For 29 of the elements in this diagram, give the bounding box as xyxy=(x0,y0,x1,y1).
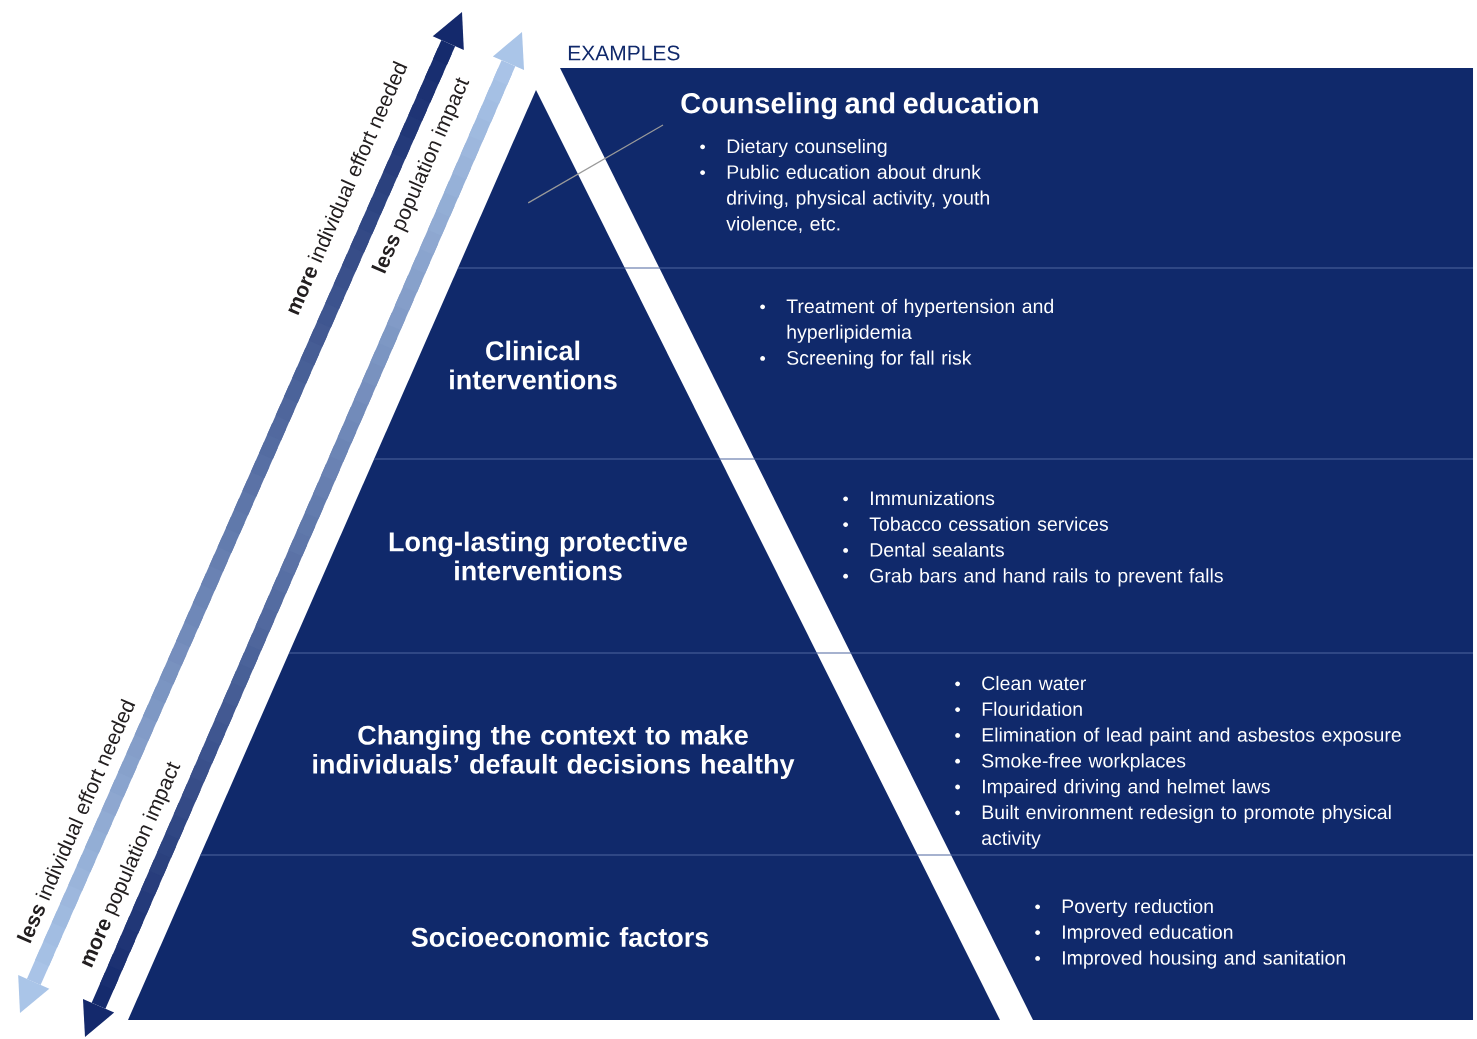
bullet-item: Elimination of lead paint and asbestos exposure xyxy=(955,727,1401,746)
bullet-item: Clean water xyxy=(955,675,1086,691)
examples-band xyxy=(850,653,1473,855)
heading: Counseling and education xyxy=(681,92,1038,120)
bullet-item: Flouridation xyxy=(955,701,1082,716)
bullet-item: Immunizations xyxy=(843,490,995,506)
examples-band xyxy=(951,855,1473,1020)
bullet-item: Tobacco cessation services xyxy=(843,516,1108,531)
pyramid-tier: Long-lasting protective interventions xyxy=(289,459,817,653)
bullet-item: Poverty reduction xyxy=(1035,898,1213,918)
node-label: Changing the context to make individuals’ default decisions healthy xyxy=(313,724,795,780)
bullet-item: Treatment of hypertension and hyperlipidemia xyxy=(760,298,1053,343)
node-label: Socioeconomic factors xyxy=(411,927,709,947)
bullet-item: Dietary counseling xyxy=(700,138,887,158)
bullet-item: Improved housing and sanitation xyxy=(1035,950,1345,969)
section-label: EXAMPLES xyxy=(568,45,680,61)
bullet-item: Grab bars and hand rails to prevent falls xyxy=(843,568,1223,587)
bullet-item: Dental sealants xyxy=(843,542,1004,557)
bullet-item: Screening for fall risk xyxy=(760,350,972,369)
node-label: Clinical interventions xyxy=(450,340,617,390)
examples-band xyxy=(754,459,1473,653)
bullet-item: Improved education xyxy=(1035,924,1233,943)
bullet-item: Public education about drunk driving, physical activity, youth violence, etc. xyxy=(700,164,989,233)
bullet-item: Impaired driving and helmet laws xyxy=(955,779,1270,798)
bullet-item: Built environment redesign to promote physical activity xyxy=(955,804,1391,849)
leader-line xyxy=(527,124,664,204)
bullet-item: Smoke-free workplaces xyxy=(955,753,1186,772)
pyramid-tier: Changing the context to make individuals’ default decisions healthy xyxy=(200,653,918,855)
node-label: Long-lasting protective interventions xyxy=(389,531,688,581)
